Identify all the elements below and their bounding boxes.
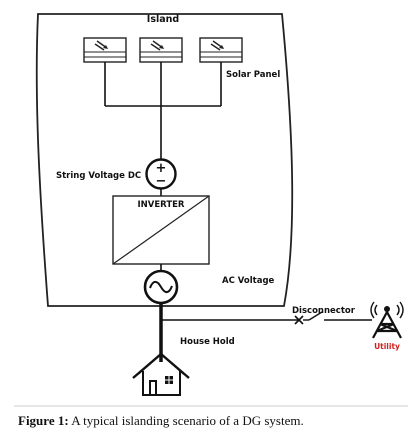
dc-source-icon: + − <box>145 158 177 190</box>
solar-panel-1 <box>83 37 127 63</box>
ac-voltage-label: AC Voltage <box>222 276 275 286</box>
disconnector-label: Disconnector <box>292 306 356 316</box>
figure-caption: Figure 1: A typical islanding scenario o… <box>18 413 408 429</box>
cross-marker-icon <box>294 315 304 325</box>
house-icon <box>132 352 190 396</box>
inverter-icon <box>112 195 210 265</box>
switch-icon <box>303 311 372 321</box>
sun-arrow-icon <box>150 40 164 51</box>
figure-caption-prefix: Figure 1: <box>18 413 69 428</box>
solar-panel-3 <box>199 37 243 63</box>
figure-caption-text: A typical islanding scenario of a DG sys… <box>68 413 304 428</box>
string-voltage-label: String Voltage DC <box>56 171 141 181</box>
dc-plus-sign: + <box>156 161 167 176</box>
household-label: House Hold <box>180 337 235 347</box>
solar-panel-label: Solar Panel <box>226 70 280 80</box>
panel-bus-wiring <box>104 62 222 160</box>
utility-label: Utility <box>374 342 400 351</box>
island-boundary <box>35 13 294 307</box>
inverter-label: INVERTER <box>138 200 185 210</box>
dc-minus-sign: − <box>156 174 167 189</box>
solar-panel-2 <box>139 37 183 63</box>
transmission-tower-icon <box>370 301 404 339</box>
sun-arrow-icon <box>210 40 224 51</box>
sun-arrow-icon <box>94 40 108 51</box>
ac-source-icon <box>143 269 179 305</box>
island-label: Island <box>147 14 179 25</box>
